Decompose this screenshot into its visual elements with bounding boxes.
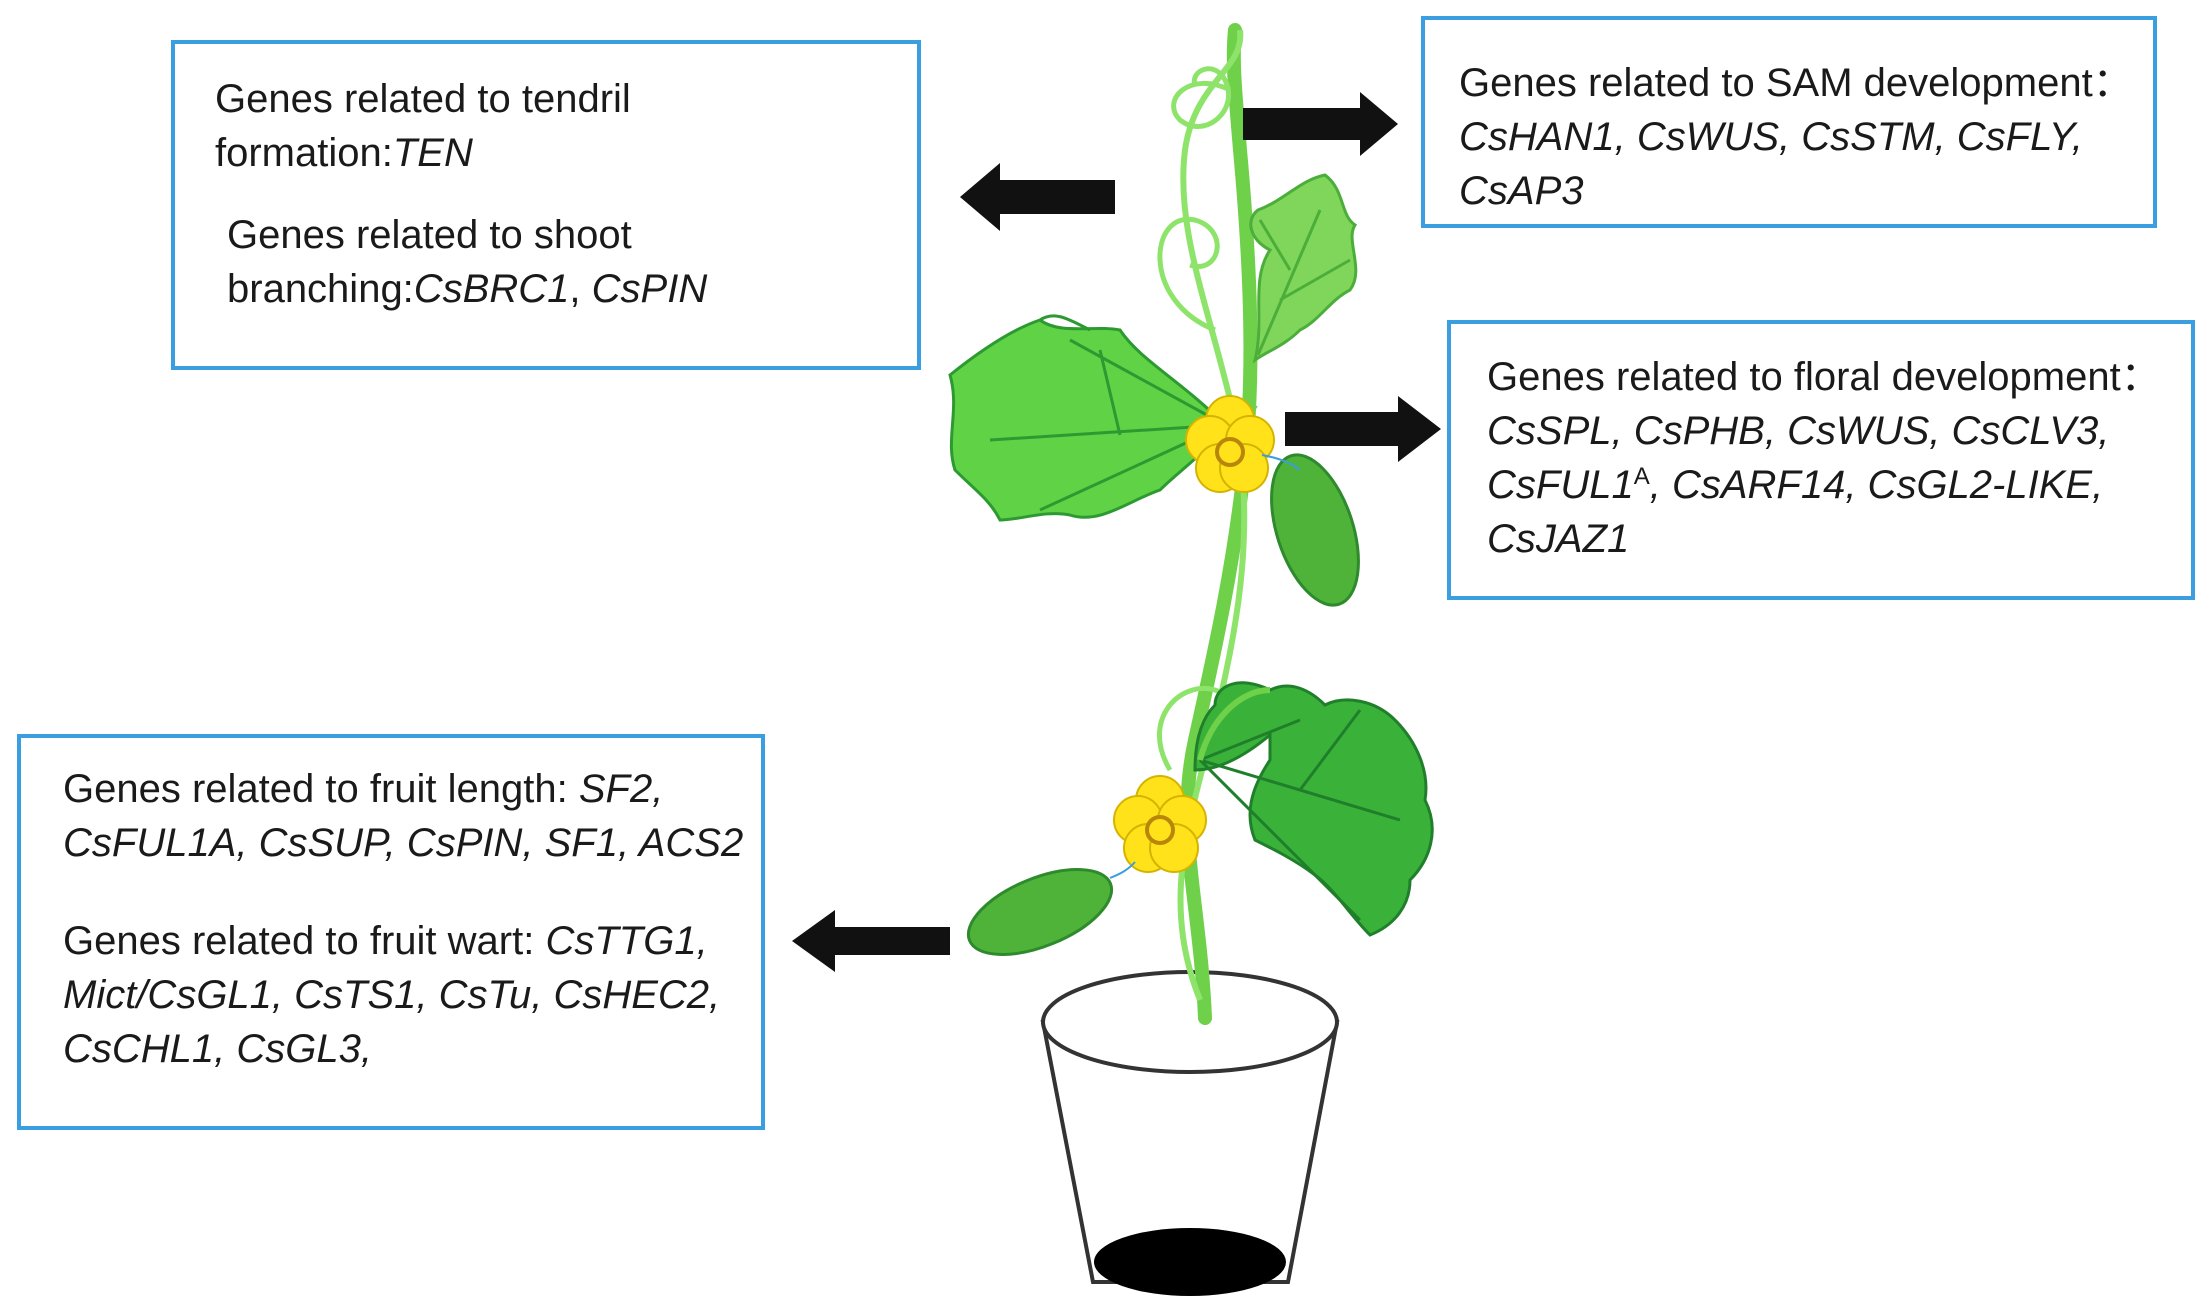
tendril	[1157, 216, 1220, 333]
floral-genes-line3: CsJAZ1	[1487, 517, 1630, 561]
pot	[1040, 970, 1340, 1296]
flower-upper	[1185, 395, 1275, 493]
cucumber-lower	[966, 861, 1136, 956]
tendril-genes-text: formation:TEN	[215, 131, 473, 175]
tendril-text: Genes related to tendril	[215, 77, 631, 121]
fruit-wart-line2: Mict/CsGL1, CsTS1, CsTu, CsHEC2,	[63, 973, 721, 1017]
tendril-branching-box: Genes related to tendril formation:TEN G…	[171, 40, 921, 370]
leaf-upper-left	[948, 314, 1227, 522]
arrow-to-floral	[1285, 396, 1441, 462]
fruit-length-line1: Genes related to fruit length: SF2,	[63, 767, 664, 811]
arrow-to-sam	[1243, 92, 1398, 156]
floral-label: Genes related to floral development：	[1487, 355, 2161, 399]
tendril-curl	[1171, 66, 1232, 129]
flower-lower	[1113, 775, 1207, 873]
main-stem	[1180, 23, 1258, 1025]
leaf-top	[1249, 173, 1358, 364]
fruit-length-line2: CsFUL1A, CsSUP, CsPIN, SF1, ACS2	[63, 821, 744, 865]
branching-text: Genes related to shoot	[227, 213, 632, 257]
leaf-lower-right	[1193, 681, 1434, 937]
sam-label: Genes related to SAM development：	[1459, 61, 2133, 105]
floral-genes-line2: CsFUL1A, CsARF14, CsGL2-LIKE,	[1487, 463, 2104, 507]
floral-genes-line1: CsSPL, CsPHB, CsWUS, CsCLV3,	[1487, 409, 2110, 453]
fruit-wart-line1: Genes related to fruit wart: CsTTG1,	[63, 919, 708, 963]
branching-genes-text: branching:CsBRC1, CsPIN	[227, 267, 708, 311]
fruit-genes-box: Genes related to fruit length: SF2, CsFU…	[17, 734, 765, 1130]
fruit-wart-line3: CsCHL1, CsGL3,	[63, 1027, 372, 1071]
sam-genes-line1: CsHAN1, CsWUS, CsSTM, CsFLY,	[1459, 115, 2083, 159]
floral-development-box: Genes related to floral development： CsS…	[1447, 320, 2195, 600]
soil	[1094, 1228, 1286, 1296]
arrows	[792, 92, 1441, 972]
sam-genes-line2: CsAP3	[1459, 169, 1584, 213]
sam-development-box: Genes related to SAM development： CsHAN1…	[1421, 16, 2157, 228]
arrow-to-fruit	[792, 910, 950, 972]
arrow-to-tendril	[960, 163, 1115, 231]
cucumber-upper	[1261, 453, 1360, 607]
